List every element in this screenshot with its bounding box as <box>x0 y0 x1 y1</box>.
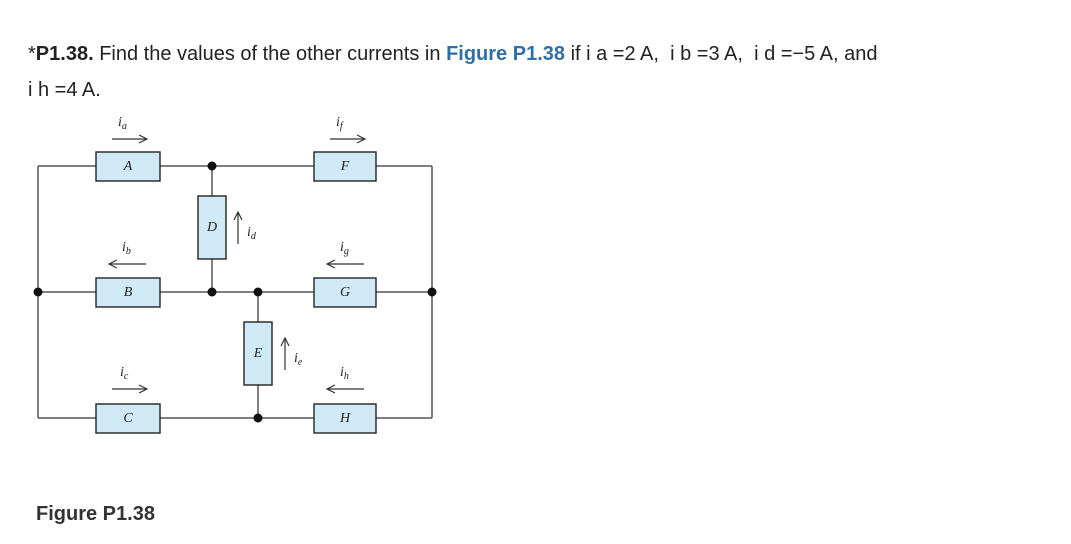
given-id: i d =−5 A, <box>754 43 839 65</box>
element-d: D <box>197 195 227 260</box>
node-left <box>33 287 43 297</box>
svg-text:H: H <box>339 411 351 426</box>
svg-text:ia: ia <box>118 115 127 132</box>
given-ia: i a =2 A, <box>586 43 659 65</box>
element-f: F <box>313 151 377 182</box>
node-d-top <box>207 161 217 171</box>
current-ie: ie <box>280 336 303 370</box>
element-e: E <box>243 321 273 386</box>
svg-text:F: F <box>340 159 350 174</box>
given-ih: i h =4 A. <box>28 79 101 101</box>
node-right <box>427 287 437 297</box>
figure-link[interactable]: Figure P1.38 <box>446 43 565 65</box>
problem-text: Find the values of the other currents in <box>99 43 441 65</box>
element-a: A <box>95 151 161 182</box>
figure-caption: Figure P1.38 <box>36 503 155 525</box>
node-e-top <box>253 287 263 297</box>
svg-text:D: D <box>206 220 217 235</box>
current-ig: ig <box>325 240 364 269</box>
problem-text-if: if <box>570 43 581 65</box>
element-b: B <box>95 277 161 308</box>
problem-number: P1.38. <box>35 43 94 65</box>
given-ib: i b =3 A, <box>670 43 743 65</box>
element-g: G <box>313 277 377 308</box>
current-id: id <box>233 210 257 244</box>
problem-statement: *P1.38. Find the values of the other cur… <box>28 36 1058 108</box>
element-h: H <box>313 403 377 434</box>
required-marker: * <box>28 43 36 65</box>
node-e-bottom <box>253 413 263 423</box>
svg-text:ib: ib <box>122 240 131 257</box>
svg-text:G: G <box>340 285 350 300</box>
element-c: C <box>95 403 161 434</box>
svg-text:if: if <box>336 115 344 132</box>
svg-text:E: E <box>253 346 263 361</box>
current-if: if <box>330 115 367 144</box>
svg-text:id: id <box>247 225 257 242</box>
svg-text:ie: ie <box>294 351 303 368</box>
svg-text:ih: ih <box>340 365 349 382</box>
current-ic: ic <box>112 365 149 394</box>
current-ib: ib <box>107 240 146 269</box>
current-ia: ia <box>112 115 149 144</box>
nodes <box>33 161 437 423</box>
svg-text:A: A <box>123 159 133 174</box>
current-ih: ih <box>325 365 364 394</box>
svg-text:C: C <box>123 411 133 426</box>
svg-text:B: B <box>124 285 133 300</box>
node-d-bottom <box>207 287 217 297</box>
problem-text-and: and <box>844 43 878 65</box>
svg-text:ic: ic <box>120 365 129 382</box>
svg-text:ig: ig <box>340 240 349 257</box>
